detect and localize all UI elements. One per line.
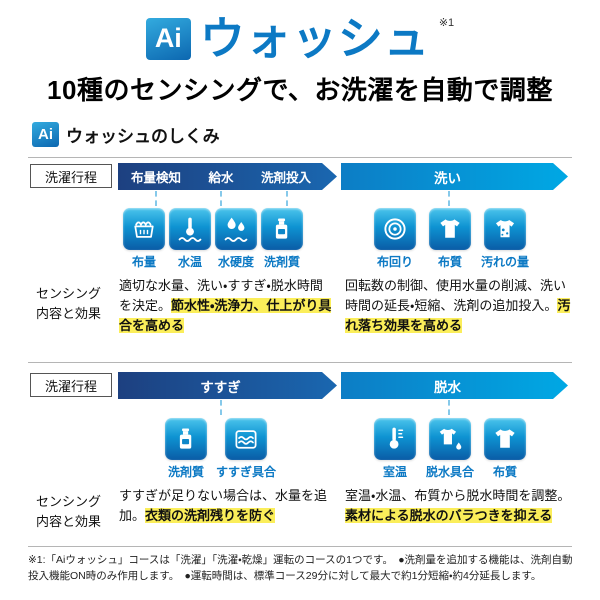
sensor-fabric-movement: 布回り <box>362 208 428 270</box>
description-text: すすぎが足りない場合は、水量を追加。 <box>119 488 328 524</box>
shirt-icon <box>429 208 471 250</box>
spin-dryness-icon <box>429 418 471 460</box>
step-water-fill: 給水 <box>208 171 234 185</box>
wash-arrow-label: 洗い <box>434 170 461 186</box>
connector-line <box>286 191 288 206</box>
spin-description: 室温・水温、布質から脱水時間を調整。素材による脱水のバラつきを抑える <box>345 486 571 526</box>
connector-line <box>155 191 157 206</box>
ai-logo-small: Ai <box>32 122 59 147</box>
section-title-label: ウォッシュのしくみ <box>66 127 220 146</box>
spin-arrow-label: 脱水 <box>434 379 461 395</box>
wash-description: 回転数の制御、使用水量の削減、洗い時間の延長・短縮、洗剤の追加投入。汚れ落ち効果… <box>345 276 571 336</box>
title-footnote-marker: ※1 <box>438 17 455 29</box>
sensor-water-temp: 水温 <box>157 208 223 270</box>
sensor-fabric-type-2: 布質 <box>472 418 538 480</box>
sensor-soil-amount: 汚れの量 <box>472 208 538 270</box>
sensor-fabric-type: 布質 <box>417 208 483 270</box>
sensor-room-temp: 室温 <box>362 418 428 480</box>
step-load-sensing: 布量検知 <box>131 171 182 185</box>
description-text: 回転数の制御、使用水量の削減、洗い時間の延長・短縮、洗剤の追加投入。 <box>345 278 567 314</box>
shirt-icon <box>484 418 526 460</box>
rinse-description: すすぎが足りない場合は、水量を追加。衣類の洗剤残りを防ぐ <box>119 486 335 526</box>
sensor-water-hardness: 水硬度 <box>203 208 269 270</box>
wash-prep-description: 適切な水量、洗い・すすぎ・脱水時間を決定。節水性・洗浄力、仕上がり具合を高める <box>119 276 335 336</box>
process-row-label-1: 洗濯行程 <box>30 164 112 188</box>
wash-arrow: 洗い <box>341 163 568 190</box>
detergent-bottle-icon <box>261 208 303 250</box>
sensor-detergent-type-2: 洗剤質 <box>153 418 219 480</box>
sensing-row-label-1: センシング内容と効果 <box>36 286 102 321</box>
description-highlight: 素材による脱水のバラつきを抑える <box>345 508 553 524</box>
ai-logo: Ai <box>145 17 191 60</box>
connector-line <box>220 191 222 206</box>
soiled-shirt-icon <box>484 208 526 250</box>
description-text: 室温・水温、布質から脱水時間を調整。 <box>345 488 571 503</box>
rinse-arrow-label: すすぎ <box>200 379 241 395</box>
sensor-detergent-type: 洗剤質 <box>249 208 315 270</box>
connector-line <box>448 400 450 415</box>
description-text: 適切な水量、洗い・すすぎ・脱水時間を決定。 <box>119 278 323 314</box>
description-highlight: 衣類の洗剤残りを防ぐ <box>145 508 276 524</box>
detergent-bottle-icon <box>165 418 207 460</box>
product-title: ウォッシュ <box>199 13 430 64</box>
rinse-level-icon <box>225 418 267 460</box>
water-hardness-icon <box>215 208 257 250</box>
sensor-load-amount: 布量 <box>111 208 177 270</box>
page-title: Ai ウォッシュ ※1 <box>0 16 600 61</box>
process-row-label-2: 洗濯行程 <box>30 373 112 397</box>
room-thermometer-icon <box>374 418 416 460</box>
connector-line <box>448 191 450 206</box>
divider <box>28 546 572 547</box>
laundry-basket-icon <box>123 208 165 250</box>
section-title: Ai ウォッシュのしくみ <box>32 122 220 147</box>
divider <box>28 362 572 363</box>
headline: 10種のセンシングで、お洗濯を自動で調整 <box>47 75 553 105</box>
sensor-rinse-level: すすぎ具合 <box>213 418 279 480</box>
rinse-arrow: すすぎ <box>118 372 337 399</box>
divider <box>28 157 572 158</box>
sensor-spin-dryness: 脱水具合 <box>417 418 483 480</box>
step-detergent-dosing: 洗剤投入 <box>260 171 311 185</box>
wash-prep-arrow: 布量検知 給水 洗剤投入 <box>118 163 337 190</box>
footnote: ※1:「Aiウォッシュ」コースは「洗濯」「洗濯・乾燥」運転のコースの1つです。 … <box>28 554 573 583</box>
spin-arrow: 脱水 <box>341 372 568 399</box>
connector-line <box>220 400 222 415</box>
sensing-row-label-2: センシング内容と効果 <box>36 494 102 529</box>
water-thermometer-icon <box>169 208 211 250</box>
drum-rotation-icon <box>374 208 416 250</box>
